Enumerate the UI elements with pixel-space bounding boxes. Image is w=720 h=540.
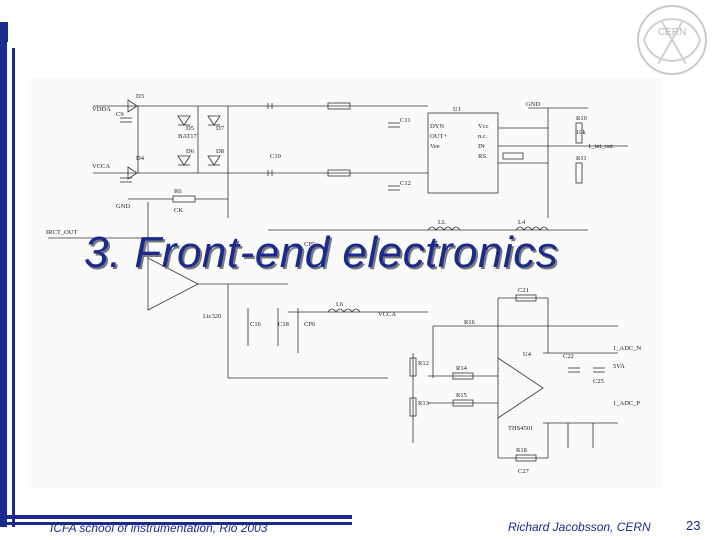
svg-text:R16: R16: [464, 319, 476, 326]
svg-text:C11: C11: [400, 117, 411, 124]
svg-text:GND: GND: [526, 101, 540, 108]
front-end-schematic: VDDA VCCA D3 D5 D7 D6 D8 D4 BAT17 C9 C10…: [28, 78, 663, 488]
svg-text:1_int_out: 1_int_out: [588, 143, 613, 150]
page-number: 23: [686, 518, 701, 533]
svg-text:D8: D8: [216, 148, 224, 155]
svg-text:Vcc: Vcc: [478, 123, 489, 130]
bottom-accent-bar-lower: [0, 522, 352, 525]
svg-text:THS4501: THS4501: [508, 425, 533, 432]
svg-text:C16: C16: [250, 321, 262, 328]
svg-text:RS: RS: [478, 153, 486, 160]
svg-text:C12: C12: [400, 180, 411, 187]
svg-text:CK: CK: [174, 207, 183, 214]
svg-text:VCCA: VCCA: [378, 311, 396, 318]
svg-text:R10: R10: [576, 115, 587, 122]
cern-logo-icon: CERN: [637, 5, 707, 75]
svg-text:GND: GND: [116, 203, 130, 210]
svg-text:Vee: Vee: [430, 143, 440, 150]
svg-text:R18: R18: [516, 447, 527, 454]
left-accent-bar-inner: [12, 48, 15, 527]
svg-text:CP5: CP5: [304, 241, 315, 248]
svg-text:R11: R11: [576, 155, 587, 162]
footer-left: ICFA school of instrumentation, Rio 2003: [50, 521, 268, 535]
svg-text:R6: R6: [174, 188, 182, 195]
svg-text:CP6: CP6: [304, 321, 316, 328]
svg-text:R12: R12: [418, 360, 429, 367]
left-accent-bar: [0, 22, 7, 527]
left-accent-bar-top: [5, 22, 8, 42]
svg-text:C21: C21: [518, 287, 529, 294]
svg-text:D6: D6: [186, 148, 195, 155]
svg-text:D4: D4: [136, 155, 145, 162]
svg-text:CERN: CERN: [658, 27, 686, 38]
svg-text:IN: IN: [478, 143, 485, 150]
svg-text:n.c.: n.c.: [478, 133, 488, 140]
svg-text:C22: C22: [563, 353, 574, 360]
svg-text:U4: U4: [523, 351, 532, 358]
svg-text:D5: D5: [186, 125, 194, 132]
svg-text:C18: C18: [278, 321, 289, 328]
svg-text:C9: C9: [116, 111, 124, 118]
svg-text:10k: 10k: [576, 129, 587, 136]
svg-text:R14: R14: [456, 365, 468, 372]
svg-text:R15: R15: [456, 392, 467, 399]
svg-text:C25: C25: [593, 378, 604, 385]
svg-text:1_ADC_P: 1_ADC_P: [613, 400, 640, 407]
svg-text:VCCA: VCCA: [92, 163, 110, 170]
svg-text:R13: R13: [418, 400, 429, 407]
svg-text:5VA: 5VA: [613, 363, 625, 370]
bottom-accent-bar: [0, 515, 352, 519]
svg-text:BAT17: BAT17: [178, 133, 198, 140]
svg-text:L4: L4: [518, 219, 526, 226]
svg-text:IRCT_OUT: IRCT_OUT: [46, 229, 77, 236]
svg-text:L6: L6: [336, 301, 344, 308]
svg-text:OUT+: OUT+: [430, 133, 447, 140]
svg-text:Ltc320: Ltc320: [203, 313, 221, 320]
svg-text:D7: D7: [216, 125, 225, 132]
footer-right: Richard Jacobsson, CERN: [508, 520, 651, 534]
svg-text:C10: C10: [270, 153, 281, 160]
svg-text:D3: D3: [136, 93, 144, 100]
slide-title: 3. Front-end electronics: [84, 228, 559, 277]
svg-text:1_ADC_N: 1_ADC_N: [613, 345, 641, 352]
svg-text:VDDA: VDDA: [92, 106, 111, 113]
svg-text:DYN: DYN: [430, 123, 444, 130]
svg-text:U1: U1: [453, 106, 461, 113]
svg-text:LL: LL: [438, 219, 446, 226]
svg-text:C27: C27: [518, 468, 530, 475]
